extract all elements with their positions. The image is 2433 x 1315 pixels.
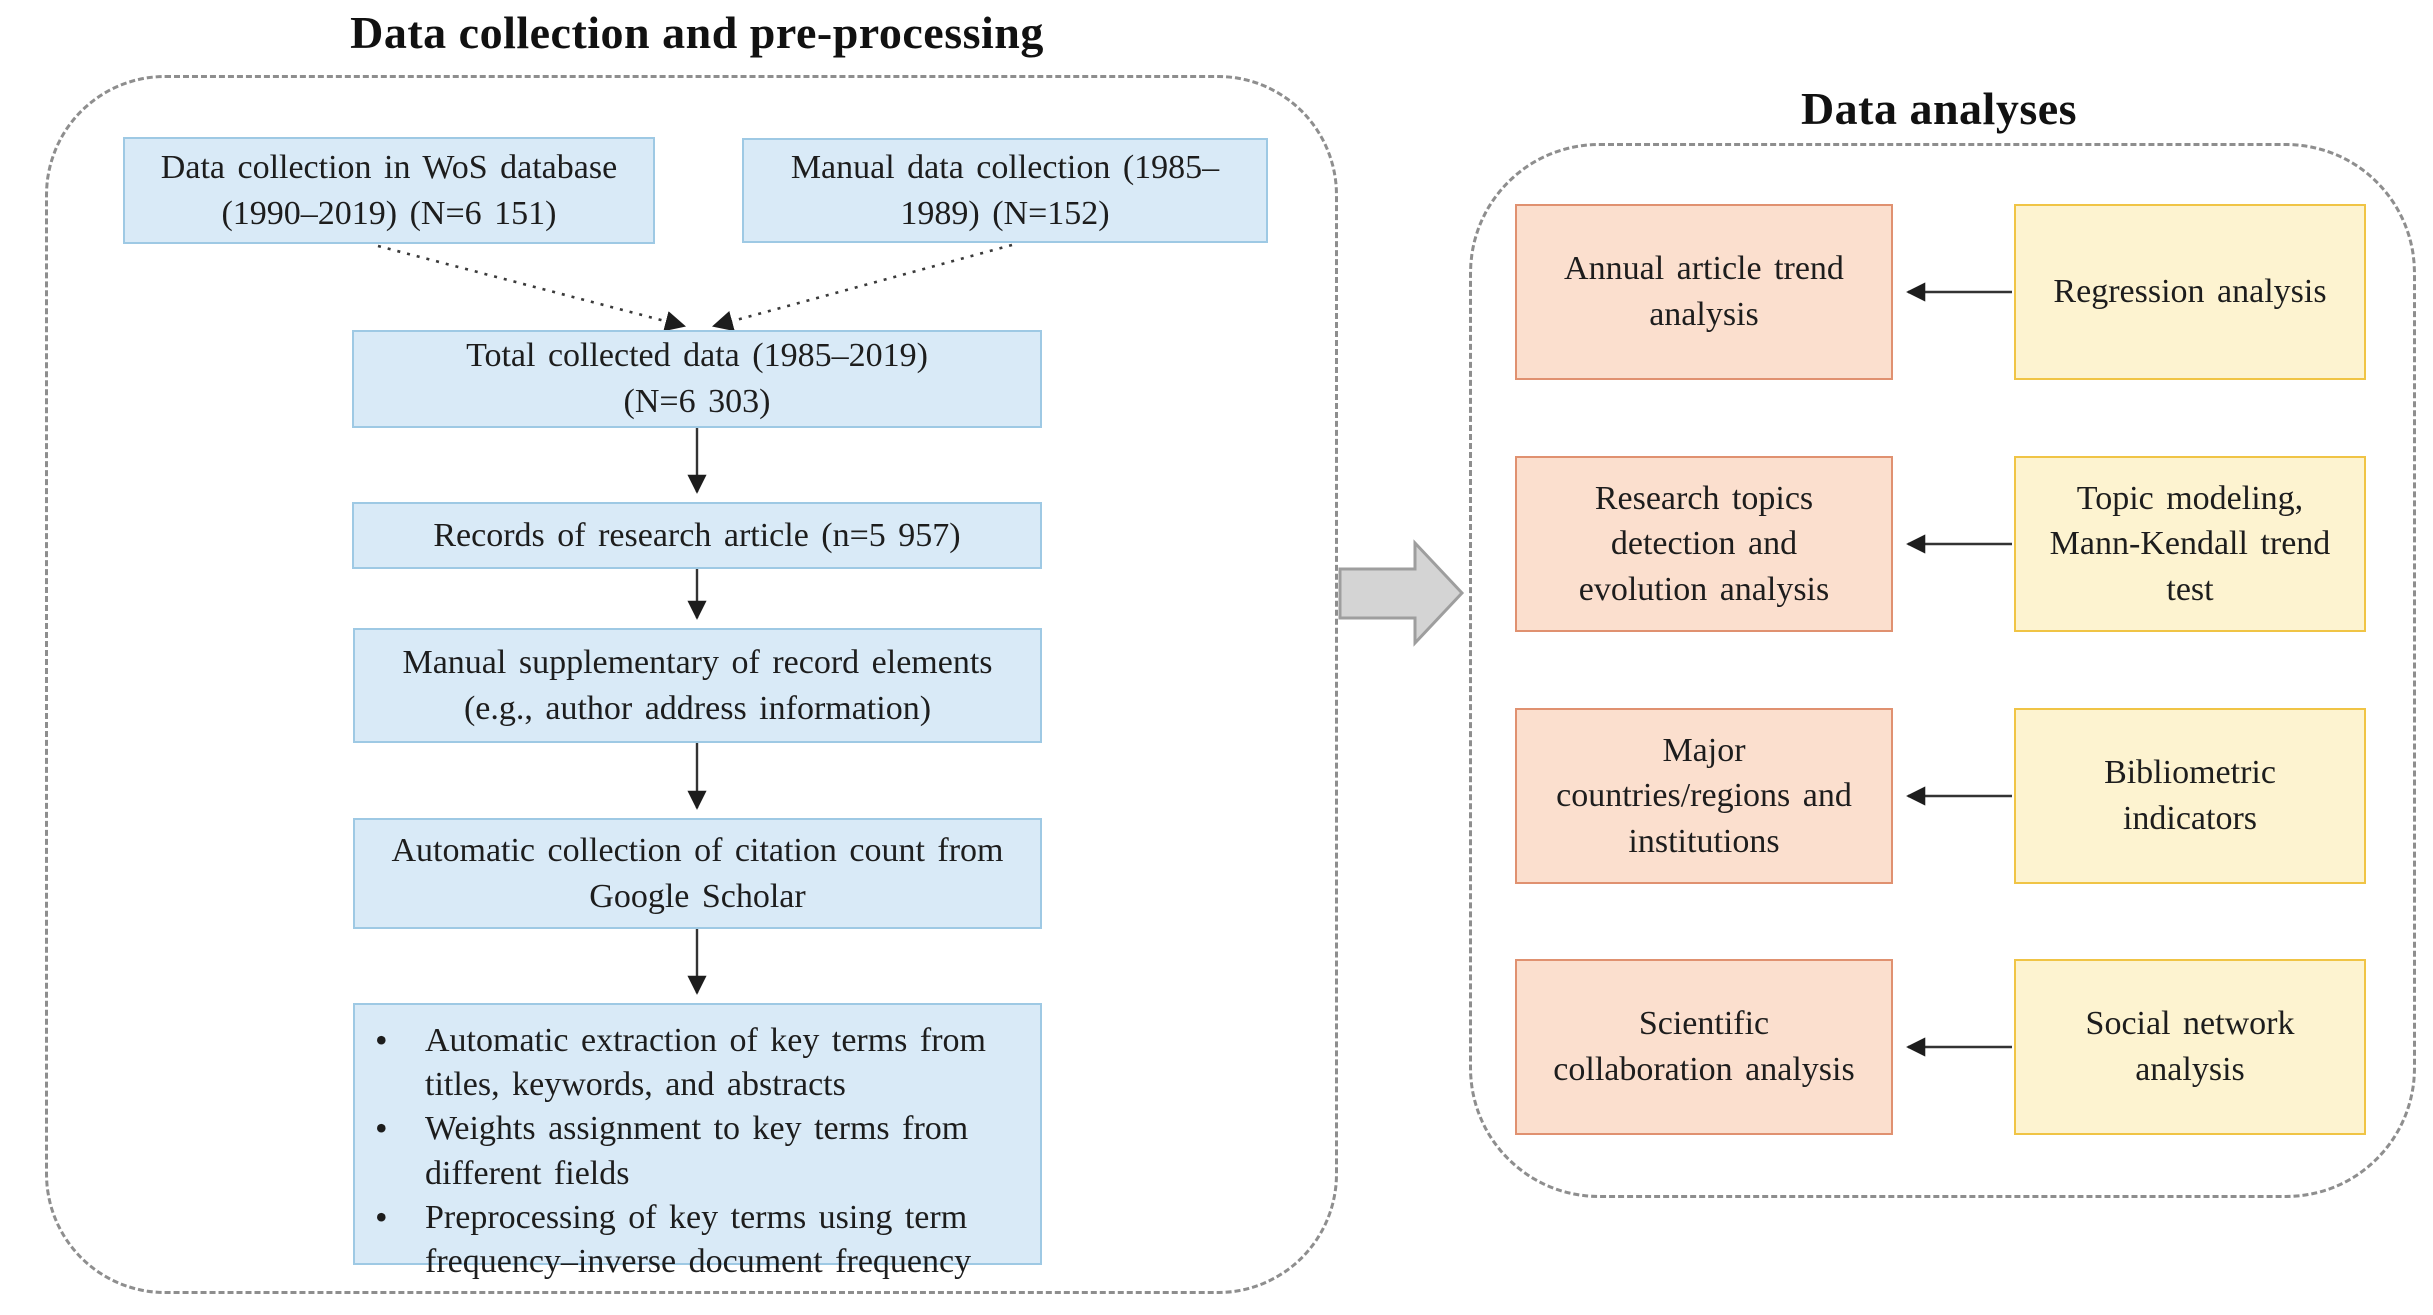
method-box-regression: Regression analysis <box>2014 204 2366 380</box>
bullet-item: Preprocessing of key terms using term fr… <box>355 1194 1020 1284</box>
right-section-title: Data analyses <box>1800 83 2078 134</box>
keyterm-processing-box: Automatic extraction of key terms from t… <box>353 1003 1042 1280</box>
records-box: Records of research article (n=5 957) <box>352 502 1042 569</box>
data-collection-container <box>45 75 1338 1294</box>
bullet-item: Automatic extraction of key terms from t… <box>355 1017 1020 1107</box>
total-collected-box: Total collected data (1985–2019) (N=6 30… <box>352 330 1042 428</box>
analysis-box-research-topics: Research topics detection and evolution … <box>1515 456 1893 632</box>
data-analyses-container <box>1469 143 2416 1198</box>
citation-collection-box: Automatic collection of citation count f… <box>353 818 1042 929</box>
analysis-box-annual-trend: Annual article trend analysis <box>1515 204 1893 380</box>
left-section-title: Data collection and pre-processing <box>350 7 1044 58</box>
wos-collection-box: Data collection in WoS database (1990–20… <box>123 137 655 244</box>
keyterm-bullet-list: Automatic extraction of key terms from t… <box>355 1017 1030 1284</box>
analysis-box-countries-institutions: Major countries/regions and institutions <box>1515 708 1893 884</box>
method-box-topic-modeling: Topic modeling, Mann-Kendall trend test <box>2014 456 2366 632</box>
manual-supplementary-box: Manual supplementary of record elements … <box>353 628 1042 743</box>
method-box-social-network: Social network analysis <box>2014 959 2366 1135</box>
manual-collection-box: Manual data collection (1985– 1989) (N=1… <box>742 138 1268 243</box>
right-block-arrow-icon <box>1338 539 1465 647</box>
bullet-item: Weights assignment to key terms from dif… <box>355 1105 1020 1195</box>
analysis-box-collaboration: Scientific collaboration analysis <box>1515 959 1893 1135</box>
method-box-bibliometric: Bibliometric indicators <box>2014 708 2366 884</box>
